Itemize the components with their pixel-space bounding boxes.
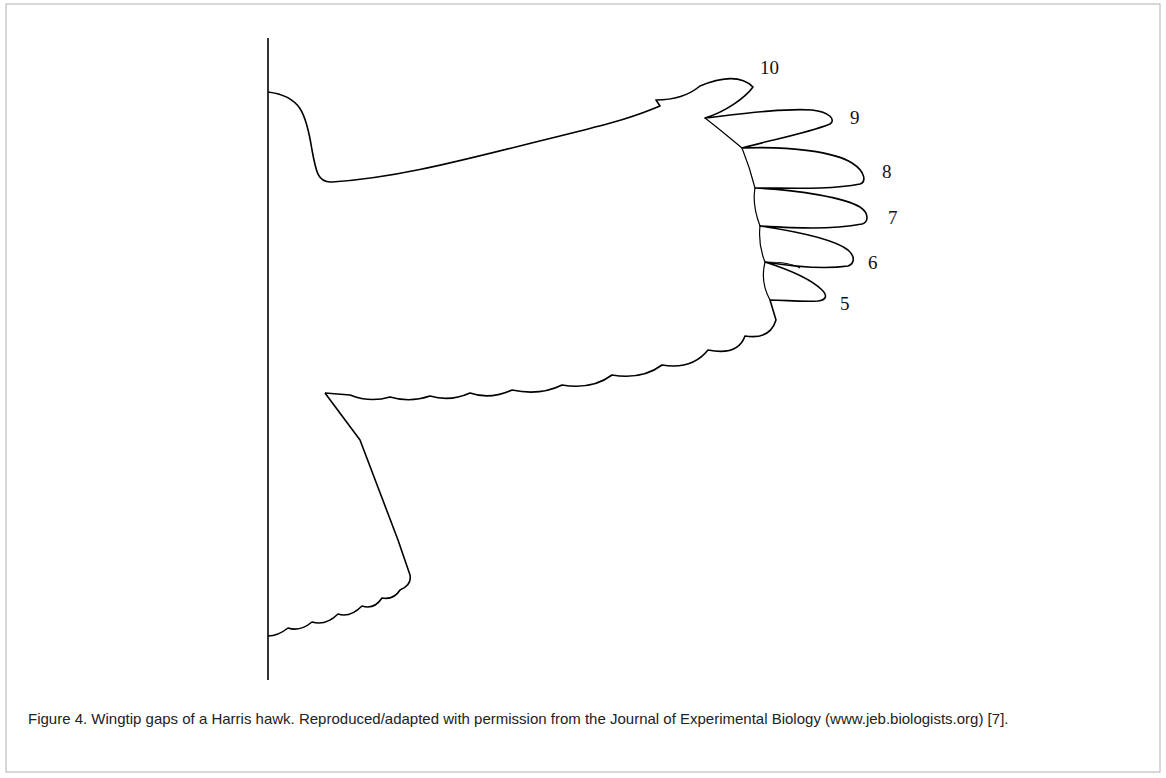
figure-frame xyxy=(6,4,1160,772)
feather-number: 7 xyxy=(888,208,898,227)
figure-caption: Figure 4. Wingtip gaps of a Harris hawk.… xyxy=(28,708,1138,729)
tail-outline xyxy=(268,393,410,636)
feather-number: 8 xyxy=(882,162,892,181)
body-axis xyxy=(267,38,269,680)
feather-number: 6 xyxy=(868,253,878,272)
feather-number: 9 xyxy=(850,108,860,127)
feather-lines xyxy=(705,118,800,300)
feather-number: 10 xyxy=(760,58,779,77)
feather-number: 5 xyxy=(840,294,850,313)
wing-outline xyxy=(268,79,867,400)
